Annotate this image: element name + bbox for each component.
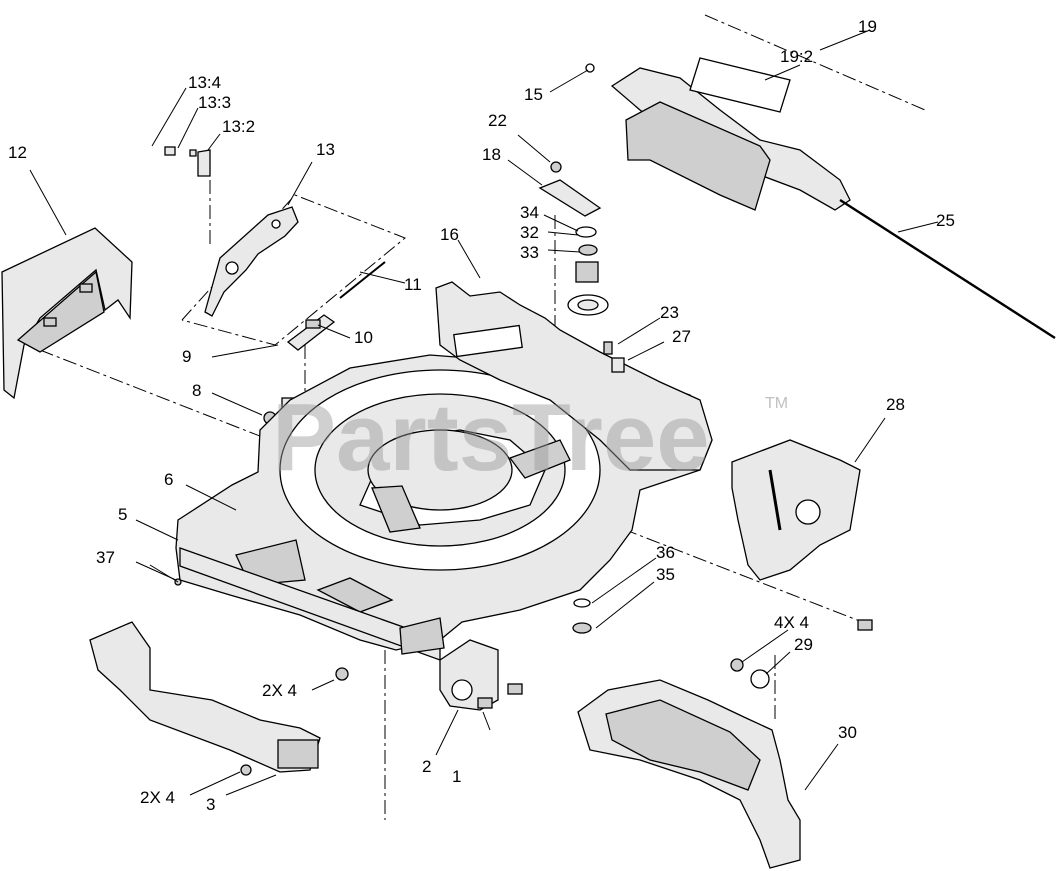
part-28-side-plate [731, 439, 861, 581]
callout-12: 12 [8, 143, 27, 162]
callout-11: 11 [404, 275, 422, 294]
callout-4x4: 4X 4 [774, 613, 809, 632]
watermark-text: PartsTree [272, 384, 710, 491]
callout-1: 1 [452, 767, 461, 786]
callout-9: 9 [182, 347, 191, 366]
callout-32: 32 [520, 223, 539, 242]
callout-35: 35 [656, 565, 675, 584]
part-16-rear-housing [435, 281, 713, 471]
callout-6: 6 [164, 470, 173, 489]
washer-29-nut-4x4 [730, 658, 770, 689]
callout-37: 37 [96, 548, 115, 567]
leader-lines [29, 29, 939, 796]
callout-15: 15 [524, 85, 543, 104]
callout-2x4-upper: 2X 4 [262, 681, 297, 700]
part-3-front-bracket [89, 621, 321, 776]
callout-2x4-lower: 2X 4 [140, 788, 175, 807]
callout-19-2: 19:2 [780, 47, 813, 66]
callout-25: 25 [936, 211, 955, 230]
part-30-side-skirt [577, 679, 801, 869]
callout-30: 30 [838, 723, 857, 742]
bolt-28 [857, 619, 873, 631]
callout-8: 8 [192, 381, 201, 400]
callout-33: 33 [520, 243, 539, 262]
callout-27: 27 [672, 327, 691, 346]
nut-2x4 [335, 667, 349, 681]
callout-10: 10 [354, 328, 373, 347]
callout-5: 5 [118, 505, 127, 524]
callout-13: 13 [316, 140, 335, 159]
callout-3: 3 [206, 795, 215, 814]
bolts-23-27 [603, 341, 625, 373]
callout-2: 2 [422, 757, 431, 776]
callouts: 1 2 3 2X 4 2X 4 5 6 37 8 9 10 11 12 13 1… [8, 17, 955, 814]
callout-34: 34 [520, 203, 539, 222]
callout-36: 36 [656, 543, 675, 562]
part-12-rear-flap [1, 227, 133, 400]
part-25-cable [839, 198, 1056, 340]
callout-23: 23 [660, 303, 679, 322]
callout-28: 28 [886, 395, 905, 414]
callout-16: 16 [440, 225, 459, 244]
callout-13-2: 13:2 [222, 117, 255, 136]
callout-22: 22 [488, 111, 507, 130]
washers-35-36 [572, 598, 592, 634]
part-19-cover [610, 57, 851, 211]
callout-19: 19 [858, 17, 877, 36]
callout-18: 18 [482, 145, 501, 164]
callout-13-4: 13:4 [188, 73, 221, 92]
spindle-stack [538, 161, 609, 316]
part-11-rod [339, 261, 386, 299]
callout-13-3: 13:3 [198, 93, 231, 112]
callout-29: 29 [794, 635, 813, 654]
mower-deck [175, 354, 713, 661]
part-10-latch [286, 314, 336, 351]
part-2-wheel-bracket [439, 639, 523, 711]
watermark-tm: TM [765, 395, 788, 412]
part-13-handle-bracket [164, 146, 299, 317]
